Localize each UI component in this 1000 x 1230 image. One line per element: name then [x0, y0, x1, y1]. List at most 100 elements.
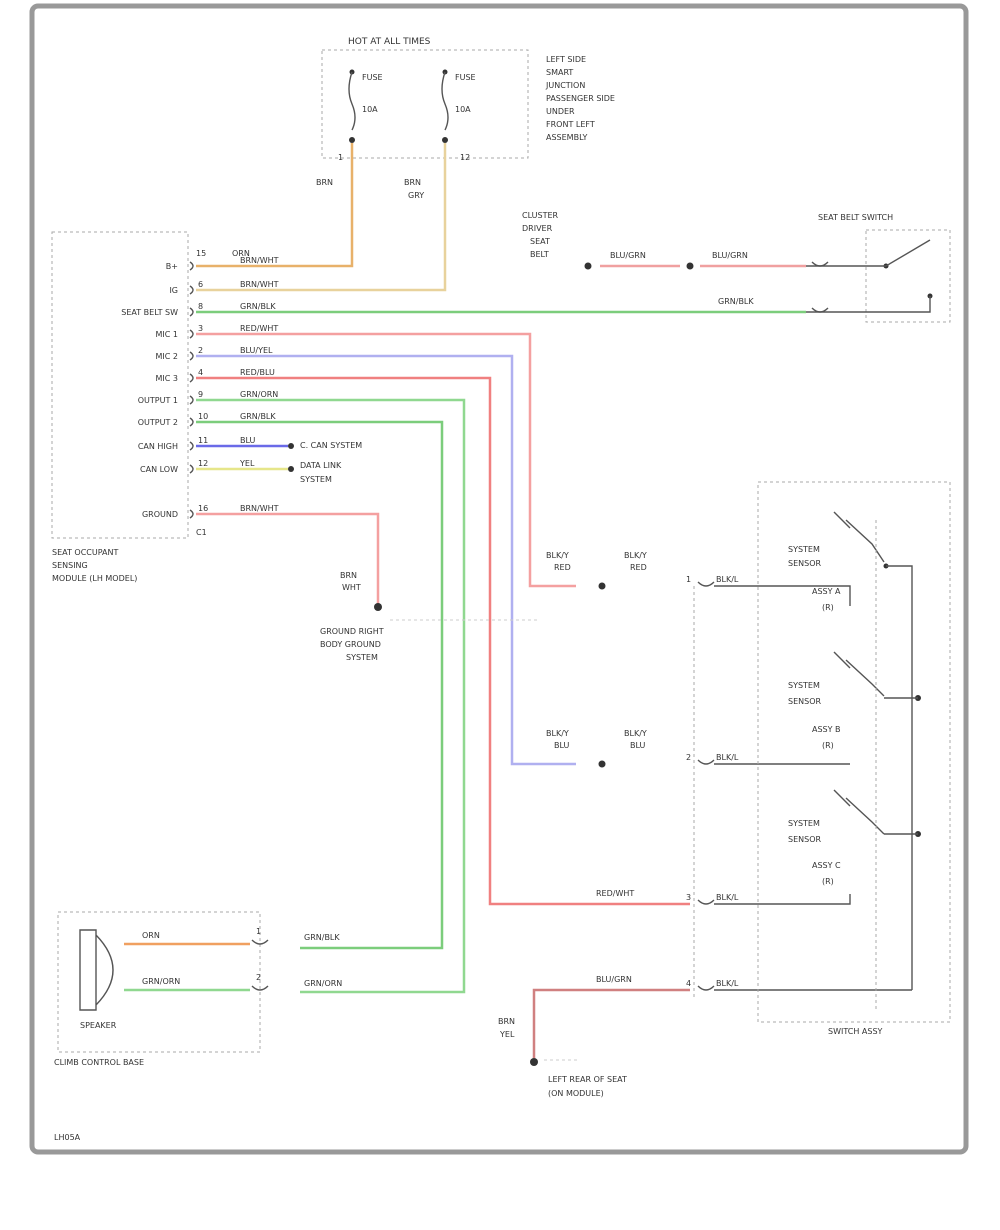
pin-connector — [189, 329, 194, 339]
seat-belt-ground-wire: GRN/BLK — [718, 297, 754, 306]
pin-name: OUTPUT 2 — [138, 418, 178, 427]
sensor-tag-3: BLK/Y — [624, 551, 647, 560]
sensor-pin-label: BLK/L — [716, 575, 739, 584]
speaker-assembly: SPEAKER CLIMB CONTROL BASE ORN GRN/ORN 1… — [54, 911, 342, 1067]
pin-wire-label: GRN/ORN — [240, 390, 278, 399]
fuse-b-wire-sub: GRY — [408, 191, 424, 200]
pin-name: MIC 1 — [156, 330, 178, 339]
wire-mic-3 — [196, 376, 690, 906]
sensor-tag-1: BLK/Y — [546, 729, 569, 738]
pin-connector — [189, 261, 194, 271]
ground-drop: BRN WHT GROUND RIGHT BODY GROUND SYSTEM — [320, 571, 540, 662]
module-pin-row: B+BRN/WHT — [166, 256, 279, 271]
pin-connector — [189, 509, 194, 519]
pin-number: 16 — [198, 504, 208, 513]
sensor-tag-3: BLK/Y — [624, 729, 647, 738]
pin-number: 10 — [198, 412, 208, 421]
pin-name: SEAT BELT SW — [121, 308, 178, 317]
sensor-tag-4: RED — [630, 563, 647, 572]
speaker-icon — [79, 929, 114, 1011]
svg-text:SENSOR: SENSOR — [788, 697, 821, 706]
pin-name: GROUND — [142, 510, 178, 519]
pin-connector — [189, 464, 194, 474]
pin-wire-label: GRN/BLK — [240, 412, 276, 421]
footer-code: LH05A — [54, 1133, 81, 1142]
svg-text:SEAT: SEAT — [530, 237, 550, 246]
seat-belt-src-wire: BLU/GRN — [610, 251, 646, 260]
pin-number: 2 — [198, 346, 203, 355]
sensor-tag-2: BLU — [554, 741, 570, 750]
sensor-c: SYSTEM SENSOR ASSY C (R) — [788, 789, 921, 886]
pin-name: MIC 3 — [156, 374, 178, 383]
pin-wire-label: BLU — [240, 436, 256, 445]
module-color-header: ORN — [232, 249, 250, 258]
svg-text:SYSTEM: SYSTEM — [300, 475, 332, 484]
sensor-a: SYSTEM SENSOR ASSY A (R) — [788, 511, 913, 990]
sensor-tag-2: RED — [554, 563, 571, 572]
switch-assembly: SWITCH ASSY SYSTEM SENSOR ASSY A (R) SYS… — [757, 481, 951, 1036]
diagram-frame — [29, 3, 969, 1155]
module-name-line-3: MODULE (LH MODEL) — [52, 574, 137, 583]
speaker-name: SPEAKER — [80, 1021, 117, 1030]
sensor-pin-label: BLK/L — [716, 979, 739, 988]
pin-connector — [189, 395, 194, 405]
svg-text:ASSY C: ASSY C — [812, 861, 841, 870]
ground-drop-wire: BRN — [340, 571, 357, 580]
fuse-block-title: HOT AT ALL TIMES — [348, 37, 431, 47]
pin-wire-label: RED/BLU — [240, 368, 275, 377]
wire-fuse-b — [196, 143, 447, 292]
speaker-wire-top: ORN — [142, 931, 160, 940]
speaker-out-top: GRN/BLK — [304, 933, 340, 942]
sensor-tag-1: BLK/Y — [546, 551, 569, 560]
pin-number: 6 — [198, 280, 203, 289]
svg-text:LEFT SIDE: LEFT SIDE — [546, 55, 586, 64]
seat-belt-source: CLUSTER DRIVER SEAT BELT BLU/GRN BLU/GRN… — [522, 211, 754, 306]
bottom-ground-sub: YEL — [499, 1030, 515, 1039]
pin-name: B+ — [166, 262, 178, 271]
svg-text:(R): (R) — [822, 877, 834, 886]
sensor-splice — [598, 760, 606, 768]
module-name-line-1: SEAT OCCUPANT — [52, 548, 119, 557]
fuse-a-wire-label: BRN — [316, 178, 333, 187]
pin-connector — [189, 307, 194, 317]
pin-number: 11 — [198, 436, 208, 445]
seat-belt-switch: SEAT BELT SWITCH — [806, 213, 951, 323]
svg-text:JUNCTION: JUNCTION — [545, 81, 585, 90]
svg-text:GROUND RIGHT: GROUND RIGHT — [320, 627, 384, 636]
pin-connector — [189, 351, 194, 361]
svg-text:SYSTEM: SYSTEM — [788, 681, 820, 690]
seat-belt-wire-2: BLU/GRN — [712, 251, 748, 260]
svg-text:UNDER: UNDER — [546, 107, 575, 116]
fuse-block: HOT AT ALL TIMES FUSE 10A FUSE 10A 1 12 … — [321, 37, 615, 162]
pin-connector — [189, 285, 194, 295]
fuse-b-label: FUSE — [455, 73, 476, 82]
svg-text:SYSTEM: SYSTEM — [346, 653, 378, 662]
sensor-terminal: 2 — [686, 753, 691, 762]
pin-wire-label: BRN/WHT — [240, 504, 279, 513]
svg-text:SENSOR: SENSOR — [788, 559, 821, 568]
wire-output-1 — [196, 398, 466, 994]
wire-fuse-a — [196, 143, 354, 268]
speaker-pin-top: 1 — [256, 927, 261, 936]
svg-text:LEFT REAR OF SEAT: LEFT REAR OF SEAT — [548, 1075, 627, 1084]
pin-wire-label: RED/WHT — [240, 324, 278, 333]
svg-text:ASSY B: ASSY B — [812, 725, 841, 734]
fuse-b-amp: 10A — [455, 105, 471, 114]
speaker-wire-bottom: GRN/ORN — [142, 977, 180, 986]
svg-text:SMART: SMART — [546, 68, 573, 77]
pin-connector — [189, 417, 194, 427]
pin-name: MIC 2 — [156, 352, 178, 361]
speaker-out-bottom: GRN/ORN — [304, 979, 342, 988]
pin-wire-label: YEL — [239, 459, 255, 468]
pin-number: 9 — [198, 390, 203, 399]
fuse-a-amp: 10A — [362, 105, 378, 114]
fuse-terminal-right: 12 — [460, 153, 470, 162]
pin-number: 3 — [198, 324, 203, 333]
